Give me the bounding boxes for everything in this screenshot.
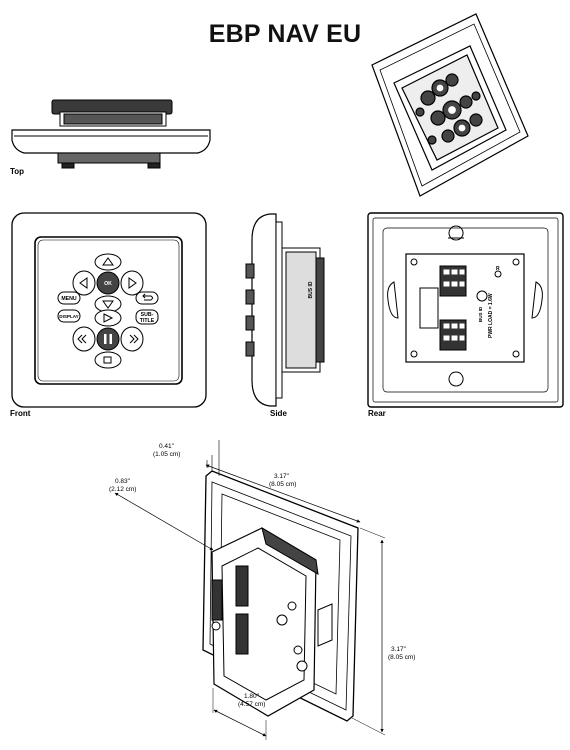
dim-module-depth-cm: (2.12 cm): [109, 486, 136, 493]
dim-depth-in: 0.41": [159, 443, 175, 450]
page-title: EBP NAV EU: [208, 20, 362, 48]
return-button[interactable]: [135, 291, 159, 305]
dim-module-width-cm: (4.57 cm): [238, 701, 265, 708]
ok-label: OK: [104, 281, 112, 287]
rear-r-label: R: [496, 266, 500, 272]
isometric-view: [371, 13, 529, 197]
dim-height-cm: (8.05 cm): [388, 654, 415, 661]
subtitle-button[interactable]: [135, 309, 159, 325]
dim-width-in: 3.17": [274, 473, 290, 480]
side-bus-id-label: BUS ID: [308, 281, 314, 298]
menu-label: MENU: [61, 296, 77, 302]
fast-forward-button[interactable]: [120, 326, 144, 352]
subtitle-label-line1: SUB-: [141, 312, 154, 318]
rear-view: [367, 212, 564, 408]
ok-button[interactable]: [96, 271, 120, 295]
side-view: [245, 213, 325, 407]
rear-pwr-load-label: PWR LOAD = 1.6W: [488, 293, 494, 338]
right-button[interactable]: [120, 270, 144, 296]
dim-height-in: 3.17": [391, 646, 407, 653]
stop-button[interactable]: [94, 351, 122, 369]
rear-bus-id-label: BUS ID: [478, 306, 483, 322]
dim-module-width-in: 1.80": [244, 693, 260, 700]
display-button[interactable]: [57, 309, 81, 323]
label-side: Side: [270, 409, 287, 418]
label-top: Top: [10, 167, 24, 176]
label-front: Front: [10, 409, 31, 418]
left-button[interactable]: [72, 270, 96, 296]
dimensioned-isometric-view: [114, 440, 386, 740]
pause-button[interactable]: [96, 327, 120, 351]
menu-button[interactable]: [57, 291, 81, 305]
dim-module-depth-in: 0.83": [115, 478, 131, 485]
play-button[interactable]: [94, 309, 122, 327]
up-button[interactable]: [94, 253, 122, 271]
subtitle-label-line2: TITLE: [140, 318, 155, 324]
front-keypad: [57, 253, 159, 369]
label-rear: Rear: [368, 409, 386, 418]
top-view: [11, 99, 211, 169]
display-label: DISPLAY: [59, 314, 79, 319]
rewind-button[interactable]: [72, 326, 96, 352]
dim-width-cm: (8.05 cm): [269, 481, 296, 488]
dim-depth-cm: (1.05 cm): [153, 451, 180, 458]
